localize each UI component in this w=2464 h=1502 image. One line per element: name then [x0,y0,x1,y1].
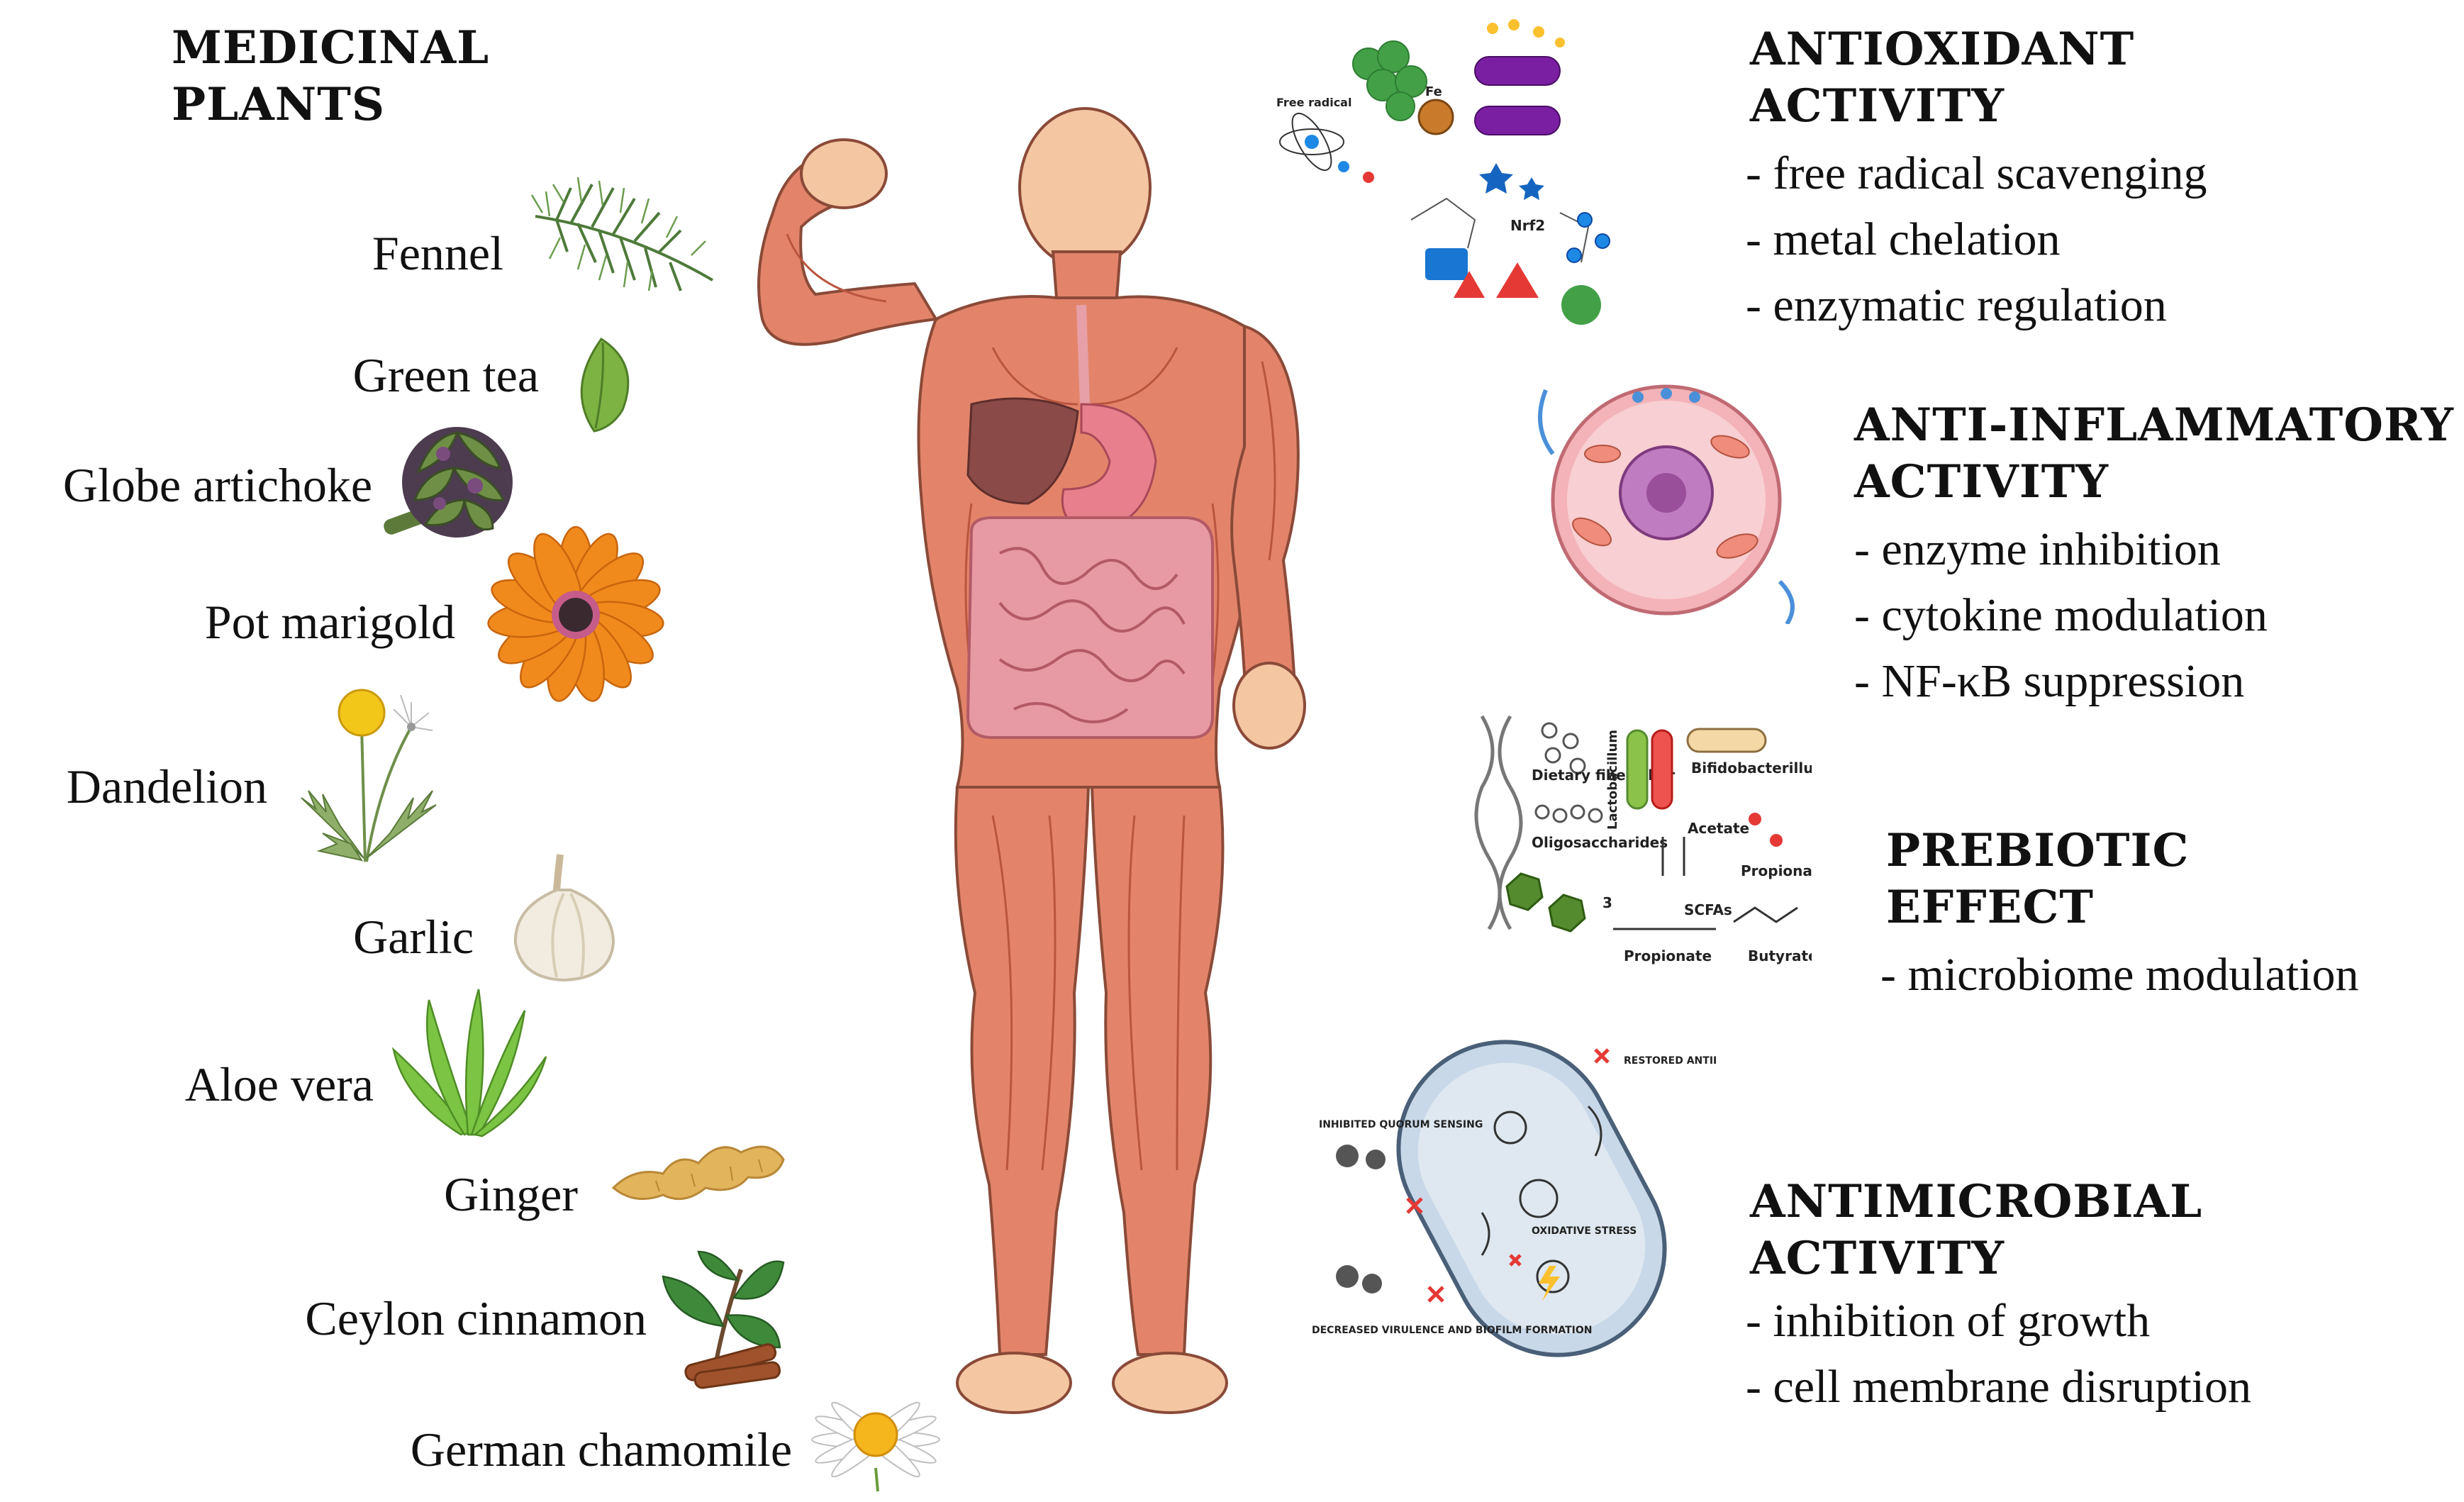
antioxidant-bullets: - free radical scavenging - metal chelat… [1746,140,2207,338]
antioxidant-title: ANTIOXIDANT ACTIVITY [1750,21,2134,135]
prebiotic-figure: Dietary fiber fiber Lactobacillum Bifido… [1471,709,1812,972]
prebiotic-bullet-1: - microbiome modulation [1880,949,2359,1001]
antimicrobial-bullets: - inhibition of growth - cell membrane d… [1746,1288,2251,1420]
plants-title-line2: PLANTS [172,78,386,131]
lowered-fist [1232,662,1306,750]
virulence-label: DECREASED VIRULENCE AND BIOFILM FORMATIO… [1312,1325,1593,1336]
anti-inflammatory-title-line1: ANTI-INFLAMMATORY [1854,399,2454,452]
plant-label-green-tea: Green tea [352,348,539,402]
prebiotic-title: PREBIOTIC EFFECT [1886,823,2189,936]
plant-label-dandelion: Dandelion [66,760,267,813]
anti-inflammatory-bullet-2: - cytokine modulation [1854,589,2268,641]
antioxidant-bullet-3: - enzymatic regulation [1746,279,2167,331]
lowered-arm [1230,324,1300,675]
anti-inflammatory-title-line2: ACTIVITY [1854,455,2109,508]
left-foot [1112,1352,1228,1414]
fiber-label: Dietary fiber fiber [1532,767,1675,784]
cinnamon-icon [656,1248,787,1390]
raised-fist [800,138,888,209]
propionate2-label: Propionate [1624,947,1712,964]
acetate-label: Acetate [1688,820,1749,837]
antimicrobial-bullet-2: - cell membrane disruption [1746,1361,2251,1413]
aloe-vera-icon [390,986,550,1138]
prebiotic-title-line1: PREBIOTIC [1886,824,2190,877]
artichoke-icon [376,422,518,546]
anti-inflammatory-title: ANTI-INFLAMMATORY ACTIVITY [1854,397,2454,511]
anti-inflammatory-bullets: - enzyme inhibition - cytokine modulatio… [1854,516,2268,714]
plant-label-globe-artichoke: Globe artichoke [62,458,372,512]
head [1018,107,1152,269]
antimicrobial-title-line2: ACTIVITY [1750,1232,2005,1285]
anti-inflammatory-bullet-3: - NF-κB suppression [1854,655,2245,707]
antimicrobial-figure: RESTORED ANTIBIOTIC SENSITIVITY OXIDATIV… [1305,1021,1716,1369]
fe-label: Fe [1425,84,1442,99]
plants-title: MEDICINAL PLANTS [172,20,489,133]
dandelion-icon [287,684,450,872]
antimicrobial-bullet-1: - inhibition of growth [1746,1295,2151,1347]
right-foot [956,1352,1072,1414]
fennel-icon [528,174,720,294]
intestines [966,516,1214,739]
oligo-label: Oligosaccharides [1532,834,1668,851]
left-leg [1090,786,1225,1356]
plant-label-ginger: Ginger [444,1167,578,1221]
antioxidant-figure: Free radical Fe Nrf2 [1262,14,1758,333]
free-radical-label: Free radical [1276,96,1351,109]
anti-inflammatory-bullet-1: - enzyme inhibition [1854,523,2221,575]
quorum-label: INHIBITED QUORUM SENSING [1319,1119,1483,1130]
antimicrobial-title: ANTIMICROBIAL ACTIVITY [1750,1174,2202,1287]
propionate-label: Propionate [1741,862,1812,879]
prebiotic-bullets: - microbiome modulation [1880,942,2359,1008]
butyrate-label: Butyrate [1748,947,1812,964]
lacto-label: Lactobacillum [1605,730,1620,830]
three-label: 3 [1602,894,1612,911]
antimicrobial-title-line1: ANTIMICROBIAL [1750,1175,2203,1228]
plant-label-fennel: Fennel [372,226,503,280]
anti-inflammatory-figure [1524,369,1808,624]
plant-label-german-chamomile: German chamomile [410,1423,792,1476]
human-body-illustration [723,106,1340,1454]
antioxidant-bullet-2: - metal chelation [1746,213,2061,265]
garlic-icon [507,851,620,986]
marigold-icon [482,521,670,709]
plant-label-aloe-vera: Aloe vera [184,1057,374,1111]
plant-label-pot-marigold: Pot marigold [204,595,455,649]
scfas-label: SCFAs [1684,901,1732,918]
oxidative-label: OXIDATIVE STRESS [1532,1225,1637,1237]
antioxidant-title-line2: ACTIVITY [1750,79,2005,133]
right-leg [954,786,1091,1356]
prebiotic-title-line2: EFFECT [1886,881,2094,934]
nrf2-label: Nrf2 [1510,217,1545,234]
antioxidant-bullet-1: - free radical scavenging [1746,148,2207,199]
bifido-label: Bifidobacterillum [1691,760,1812,777]
plant-label-ceylon-cinnamon: Ceylon cinnamon [305,1291,647,1345]
antibiotic-label: RESTORED ANTIBIOTIC SENSITIVITY [1624,1055,1716,1067]
liver [966,397,1079,505]
green-tea-leaf-icon [573,332,637,435]
ginger-icon [606,1124,791,1209]
plant-label-garlic: Garlic [353,910,474,964]
antioxidant-title-line1: ANTIOXIDANT [1750,23,2135,76]
chamomile-icon [801,1401,950,1493]
plants-title-line1: MEDICINAL [172,21,490,74]
